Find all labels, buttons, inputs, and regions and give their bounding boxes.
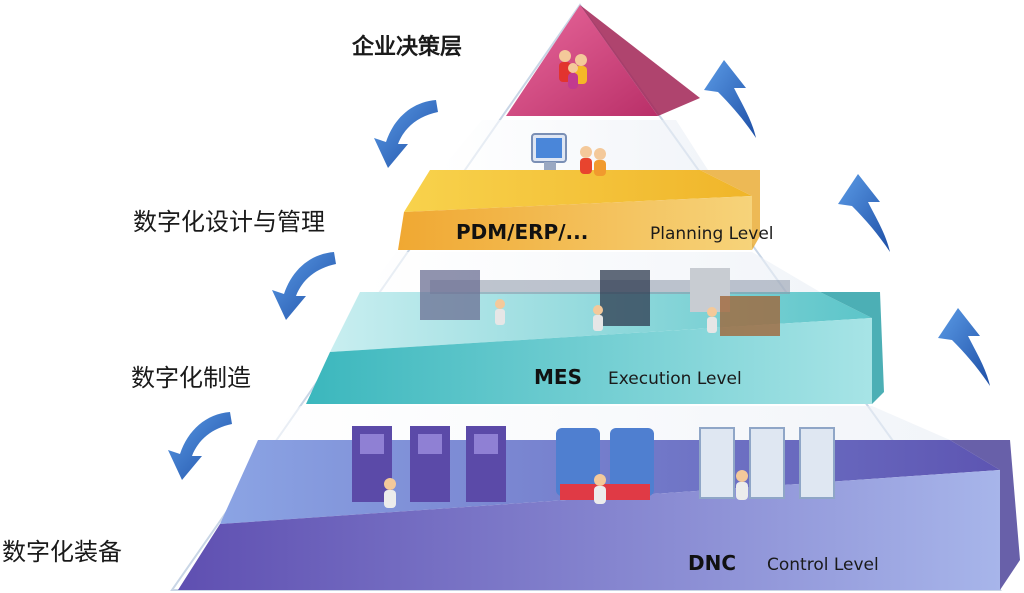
label-control: 数字化装备 bbox=[2, 538, 122, 566]
curved-arrow-down-icon bbox=[374, 100, 438, 168]
curved-arrow-up-icon bbox=[938, 308, 990, 386]
layer-decision bbox=[506, 5, 700, 116]
control-level: Control Level bbox=[767, 555, 879, 575]
curved-arrow-down-icon bbox=[272, 252, 336, 320]
curved-arrow-up-icon bbox=[704, 60, 756, 138]
label-planning: 数字化设计与管理 bbox=[133, 208, 325, 236]
layer-control bbox=[178, 406, 1020, 590]
curved-arrow-down-icon bbox=[168, 412, 232, 480]
layer-planning bbox=[398, 120, 760, 250]
control-code: DNC bbox=[688, 551, 736, 575]
people-group-icon bbox=[559, 50, 587, 89]
execution-level: Execution Level bbox=[608, 369, 742, 389]
production-line-icon bbox=[420, 268, 790, 336]
planning-level: Planning Level bbox=[650, 224, 774, 244]
label-execution: 数字化制造 bbox=[131, 364, 251, 392]
planning-code: PDM/ERP/... bbox=[456, 220, 588, 244]
curved-arrow-up-icon bbox=[838, 174, 890, 252]
layer-execution bbox=[306, 252, 884, 404]
label-decision: 企业决策层 bbox=[351, 34, 462, 60]
computer-people-icon bbox=[531, 133, 606, 176]
execution-code: MES bbox=[534, 365, 582, 389]
machine-tools-icon bbox=[352, 426, 835, 508]
